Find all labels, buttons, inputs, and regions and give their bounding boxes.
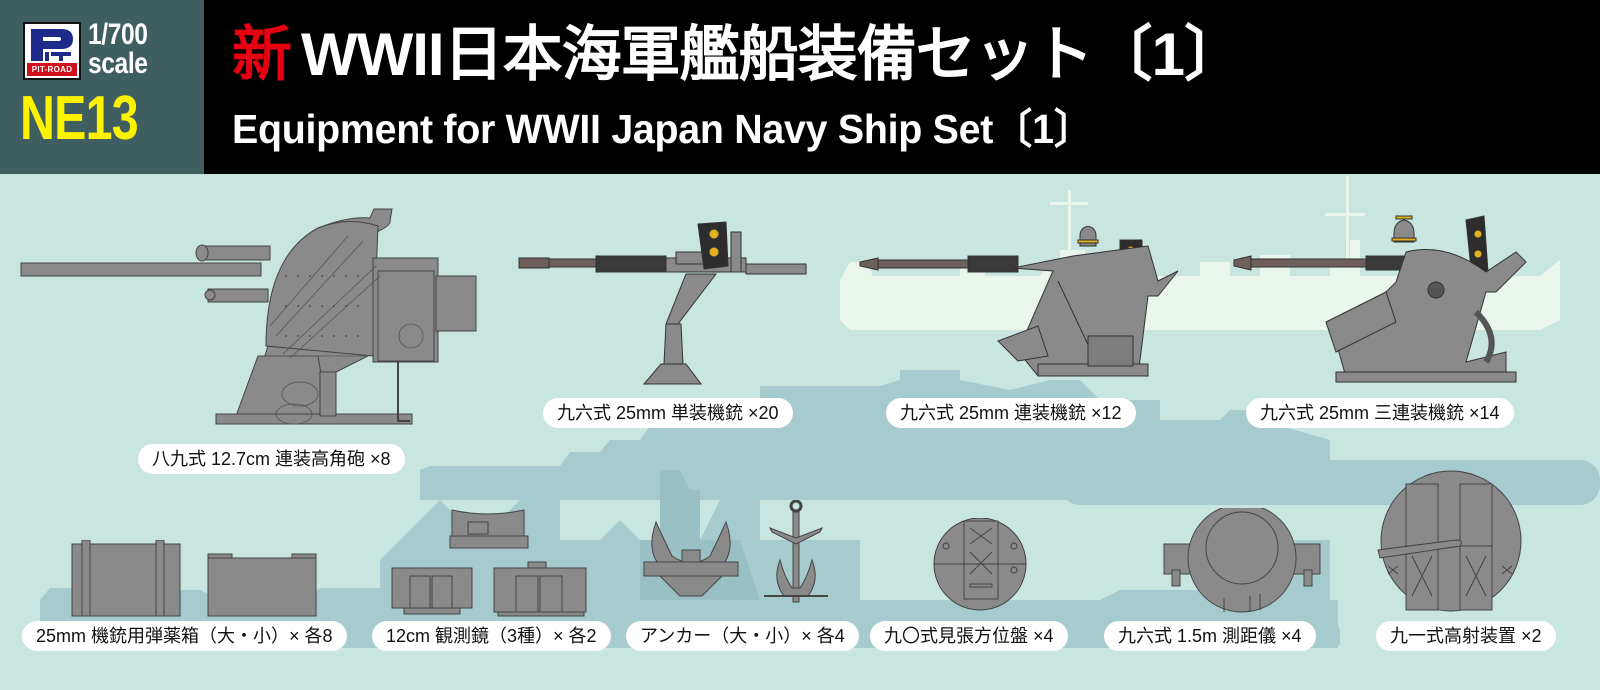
item-label-ammo-box: 25mm 機銃用弾薬箱（大・小）× 各8 bbox=[22, 621, 347, 651]
brand-block: PIT-ROAD 1/700 scale NE13 bbox=[0, 0, 204, 174]
item-label-anchor: アンカー（大・小）× 各4 bbox=[626, 621, 859, 651]
single-aa-gun-icon bbox=[518, 221, 807, 385]
scale-ratio: 1/700 bbox=[88, 18, 148, 51]
lookout-director-icon bbox=[933, 518, 1027, 611]
pit-road-logo: PIT-ROAD bbox=[23, 22, 81, 80]
title-jp-text: WWII日本海軍艦船装備セット〔1〕 bbox=[301, 21, 1244, 88]
rangefinder-icon bbox=[1163, 508, 1321, 613]
ammo-box-icon bbox=[71, 540, 317, 617]
twin-dual-purpose-gun-icon bbox=[20, 208, 477, 425]
scale-label: 1/700 scale bbox=[88, 18, 170, 80]
item-label-type96-rangefinder: 九六式 1.5m 測距儀 ×4 bbox=[1104, 621, 1316, 651]
triple-aa-gun-icon bbox=[1233, 215, 1527, 383]
scale-word: scale bbox=[88, 47, 148, 80]
item-label-type90-director: 九〇式見張方位盤 ×4 bbox=[870, 621, 1068, 651]
item-label-type89-127mm: 八九式 12.7cm 連装高角砲 ×8 bbox=[138, 444, 405, 474]
title-en: Equipment for WWII Japan Navy Ship Set〔1… bbox=[232, 106, 1093, 152]
item-label-type96-25mm-single: 九六式 25mm 単装機銃 ×20 bbox=[543, 398, 793, 428]
product-code: NE13 bbox=[20, 84, 139, 153]
pit-road-logo-icon bbox=[31, 29, 73, 61]
new-badge: 新 bbox=[232, 21, 292, 88]
logo-band-text: PIT-ROAD bbox=[27, 63, 77, 76]
item-label-binocular: 12cm 観測鏡（3種）× 各2 bbox=[372, 621, 611, 651]
item-label-type96-25mm-triple: 九六式 25mm 三連装機銃 ×14 bbox=[1246, 398, 1514, 428]
aa-director-icon bbox=[1377, 470, 1522, 612]
anchor-icon bbox=[643, 500, 828, 603]
item-label-type91-director: 九一式高射装置 ×2 bbox=[1376, 621, 1556, 651]
binocular-mount-icon bbox=[391, 509, 587, 617]
title-block bbox=[204, 0, 1600, 174]
item-label-type96-25mm-twin: 九六式 25mm 連装機銃 ×12 bbox=[886, 398, 1136, 428]
twin-aa-gun-icon bbox=[859, 226, 1179, 377]
